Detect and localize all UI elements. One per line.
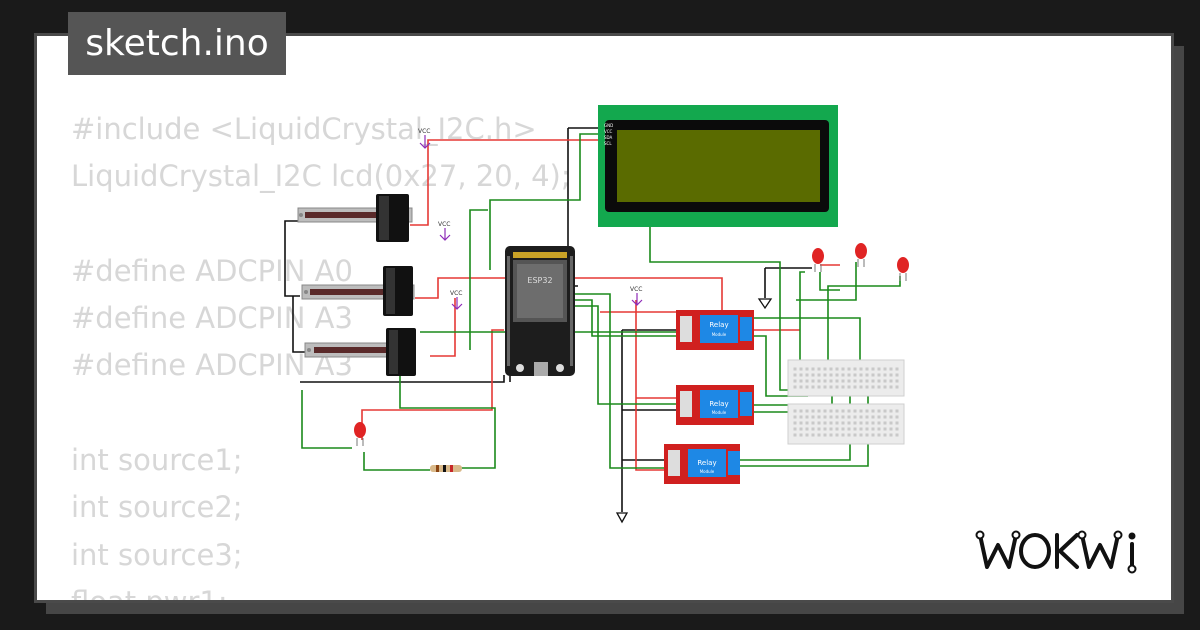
relay-label: Relay bbox=[697, 459, 716, 467]
vcc-label: VCC bbox=[418, 128, 430, 135]
vcc-markers bbox=[419, 135, 643, 310]
code-line: #define ADCPIN A3 bbox=[71, 301, 353, 336]
code-line: int source2; bbox=[71, 490, 243, 525]
lcd-pin-label: SCL bbox=[604, 141, 612, 146]
slide-potentiometer bbox=[304, 328, 416, 376]
relay-sublabel: Module bbox=[700, 469, 715, 474]
led-red bbox=[855, 243, 867, 267]
esp32-label: ESP32 bbox=[527, 276, 552, 285]
slide-potentiometer bbox=[297, 194, 413, 242]
code-line: int source3; bbox=[71, 537, 243, 572]
esp32-board: ESP32 bbox=[505, 246, 575, 376]
relay-sublabel: Module bbox=[712, 332, 727, 337]
led-red bbox=[354, 422, 366, 446]
relay-label: Relay bbox=[709, 321, 728, 329]
vcc-label: VCC bbox=[438, 221, 450, 228]
lcd-pin-label: SDA bbox=[604, 135, 613, 140]
relay-module: Relay Module bbox=[676, 385, 754, 425]
code-line: LiquidCrystal_I2C lcd(0x27, 20, 4); bbox=[71, 159, 571, 194]
code-preview: #include <LiquidCrystal_I2C.h> LiquidCry… bbox=[71, 106, 571, 603]
code-line: float pwr1; bbox=[71, 584, 228, 603]
resistor bbox=[430, 465, 462, 472]
code-line: int source1; bbox=[71, 443, 243, 478]
slide-potentiometer bbox=[301, 266, 415, 316]
lcd-pin-label: GND bbox=[604, 123, 613, 128]
vcc-label: VCC bbox=[450, 290, 462, 297]
lcd-pin-label: VCC bbox=[604, 129, 613, 134]
relay-label: Relay bbox=[709, 400, 728, 408]
vcc-label: VCC bbox=[630, 286, 642, 293]
relay-sublabel: Module bbox=[712, 410, 727, 415]
ground-symbol bbox=[615, 298, 773, 524]
wokwi-logo bbox=[975, 530, 1137, 574]
led-red bbox=[897, 257, 909, 281]
code-line: #define ADCPIN A0 bbox=[71, 253, 353, 288]
lcd-display: GND VCC SDA SCL bbox=[598, 105, 838, 227]
breadboard bbox=[787, 359, 905, 397]
file-title-tag[interactable]: sketch.ino bbox=[68, 12, 286, 75]
breadboard bbox=[787, 403, 905, 445]
relay-module: Relay Module bbox=[664, 444, 740, 484]
led-red bbox=[812, 248, 824, 272]
relay-module: Relay Module bbox=[676, 310, 754, 350]
